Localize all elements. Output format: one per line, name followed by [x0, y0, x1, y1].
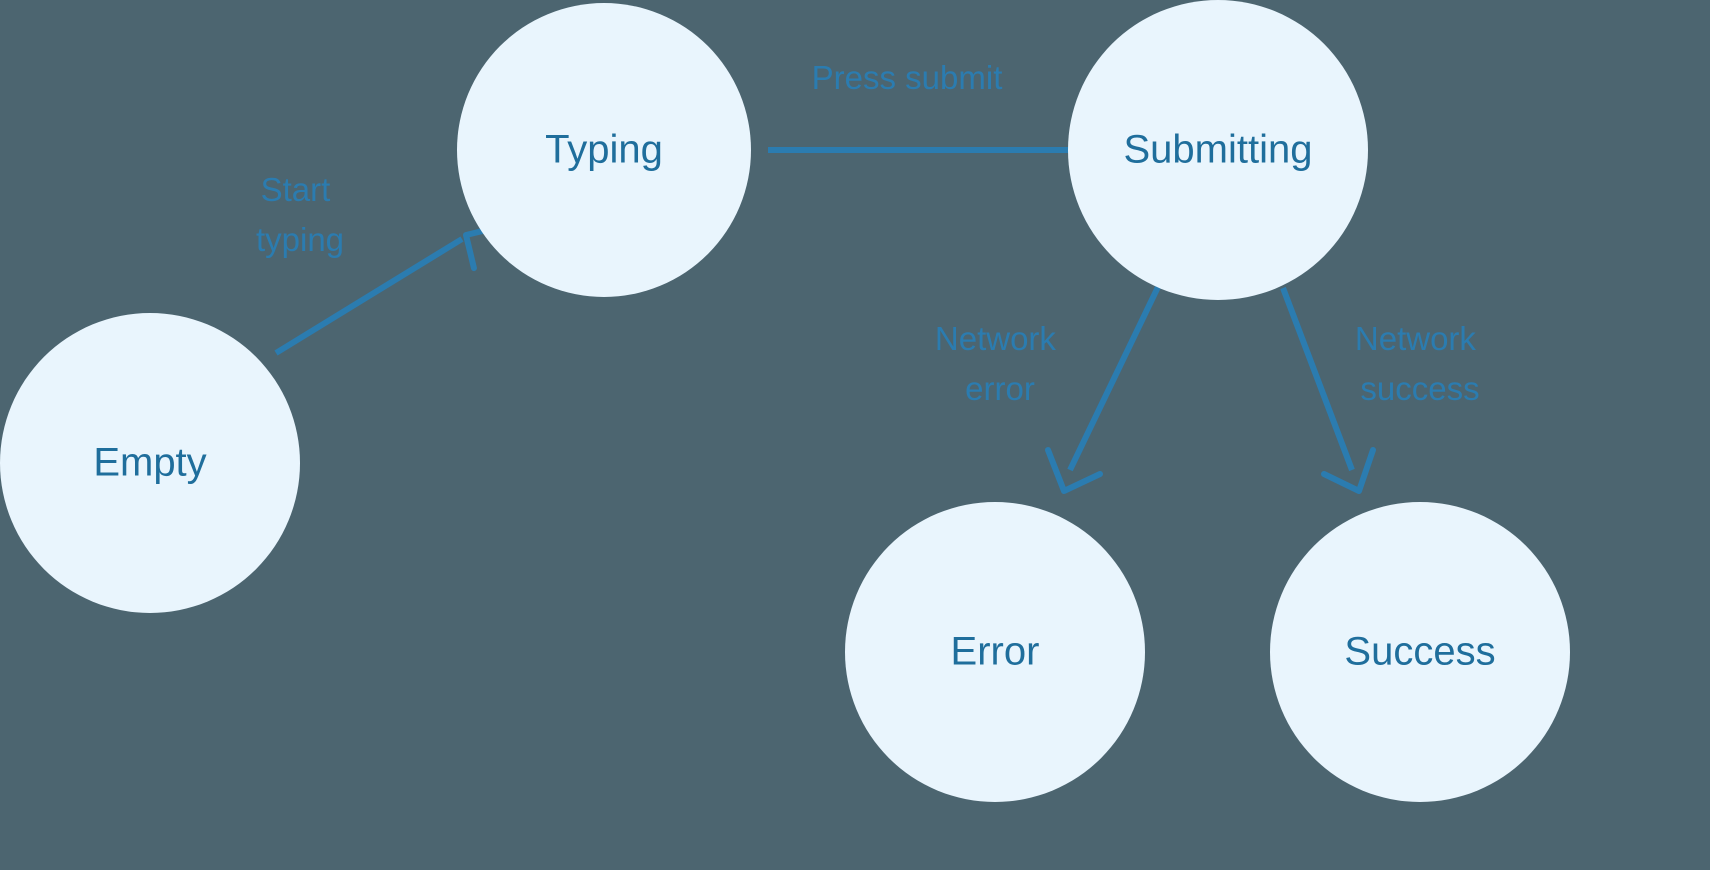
edge-submitting-to-error[interactable]: Network error	[935, 285, 1161, 494]
node-empty-label: Empty	[93, 441, 206, 485]
edge-submitting-to-success-arrowhead	[1321, 447, 1376, 494]
node-submitting-circle	[1068, 0, 1368, 300]
edge-label-line: Press submit	[812, 59, 1003, 96]
node-error-label: Error	[951, 630, 1040, 674]
node-success[interactable]: Success	[1270, 502, 1570, 802]
edge-label-network-success: Network success	[1355, 320, 1485, 407]
edge-label-start-typing: Start typing	[256, 171, 344, 258]
node-empty[interactable]: Empty	[0, 313, 300, 613]
edge-label-line: typing	[256, 221, 344, 258]
edge-label-network-error: Network error	[935, 320, 1065, 407]
edge-submitting-to-success-line	[1280, 286, 1355, 472]
edge-label-press-submit: Press submit	[812, 59, 1003, 96]
edge-label-line: error	[965, 370, 1035, 407]
node-success-circle	[1270, 502, 1570, 802]
node-empty-circle	[0, 313, 300, 613]
edge-label-line: success	[1360, 370, 1479, 407]
edge-label-line: Start	[261, 171, 331, 208]
edge-label-line: Network	[1355, 320, 1477, 357]
node-typing-label: Typing	[545, 128, 663, 172]
node-submitting-label: Submitting	[1124, 128, 1313, 172]
node-typing-circle	[457, 3, 751, 297]
node-error-circle	[845, 502, 1145, 802]
edge-submitting-to-success[interactable]: Network success	[1280, 286, 1485, 494]
edge-label-line: Network	[935, 320, 1057, 357]
node-submitting[interactable]: Submitting	[1068, 0, 1368, 300]
edge-empty-to-typing-line	[274, 236, 464, 356]
edge-submitting-to-error-line	[1067, 285, 1161, 472]
edge-submitting-to-error-arrowhead	[1045, 447, 1103, 494]
node-typing[interactable]: Typing	[457, 3, 751, 297]
edge-empty-to-typing[interactable]: Start typing	[256, 171, 509, 356]
node-success-label: Success	[1344, 630, 1495, 674]
node-error[interactable]: Error	[845, 502, 1145, 802]
